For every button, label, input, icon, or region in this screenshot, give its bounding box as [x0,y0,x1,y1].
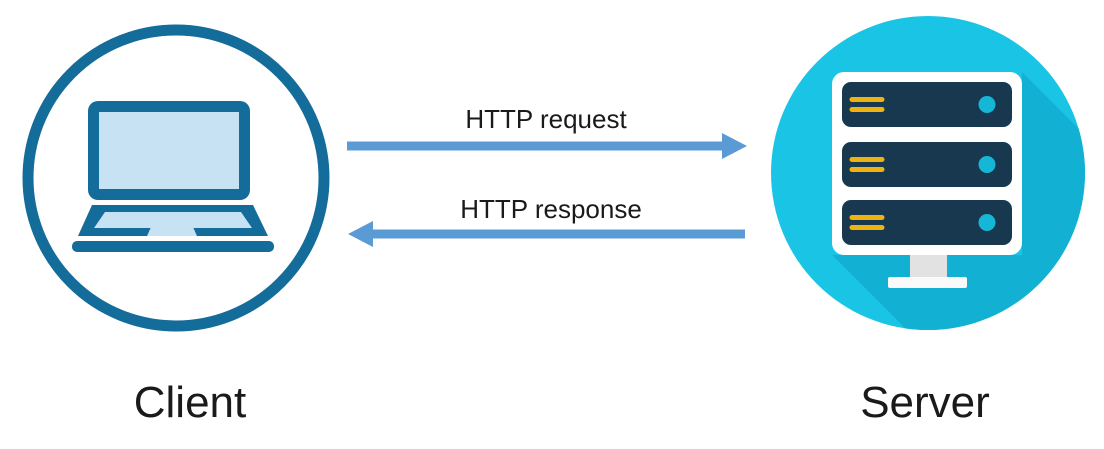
server-led-dot [978,96,996,113]
client-label: Client [133,378,247,427]
http-request-arrow-icon [347,133,747,159]
server-unit [842,200,1012,245]
server-stand-neck [910,255,947,277]
laptop-screen [99,112,239,189]
server-unit [842,142,1012,187]
laptop-touchpad [147,227,197,236]
client-icon [22,24,330,332]
http-response-label: HTTP response [460,194,642,224]
laptop-keyboard [94,212,252,228]
server-unit [842,82,1012,127]
server-label: Server [860,378,990,427]
server-led-dot [978,214,996,231]
http-request-label: HTTP request [465,104,627,134]
server-icon [771,16,1085,330]
laptop-icon [72,101,274,252]
http-response-arrow-icon [348,221,745,247]
server-stand-base [888,277,967,288]
server-led-dot [978,156,996,173]
laptop-base [72,241,274,252]
